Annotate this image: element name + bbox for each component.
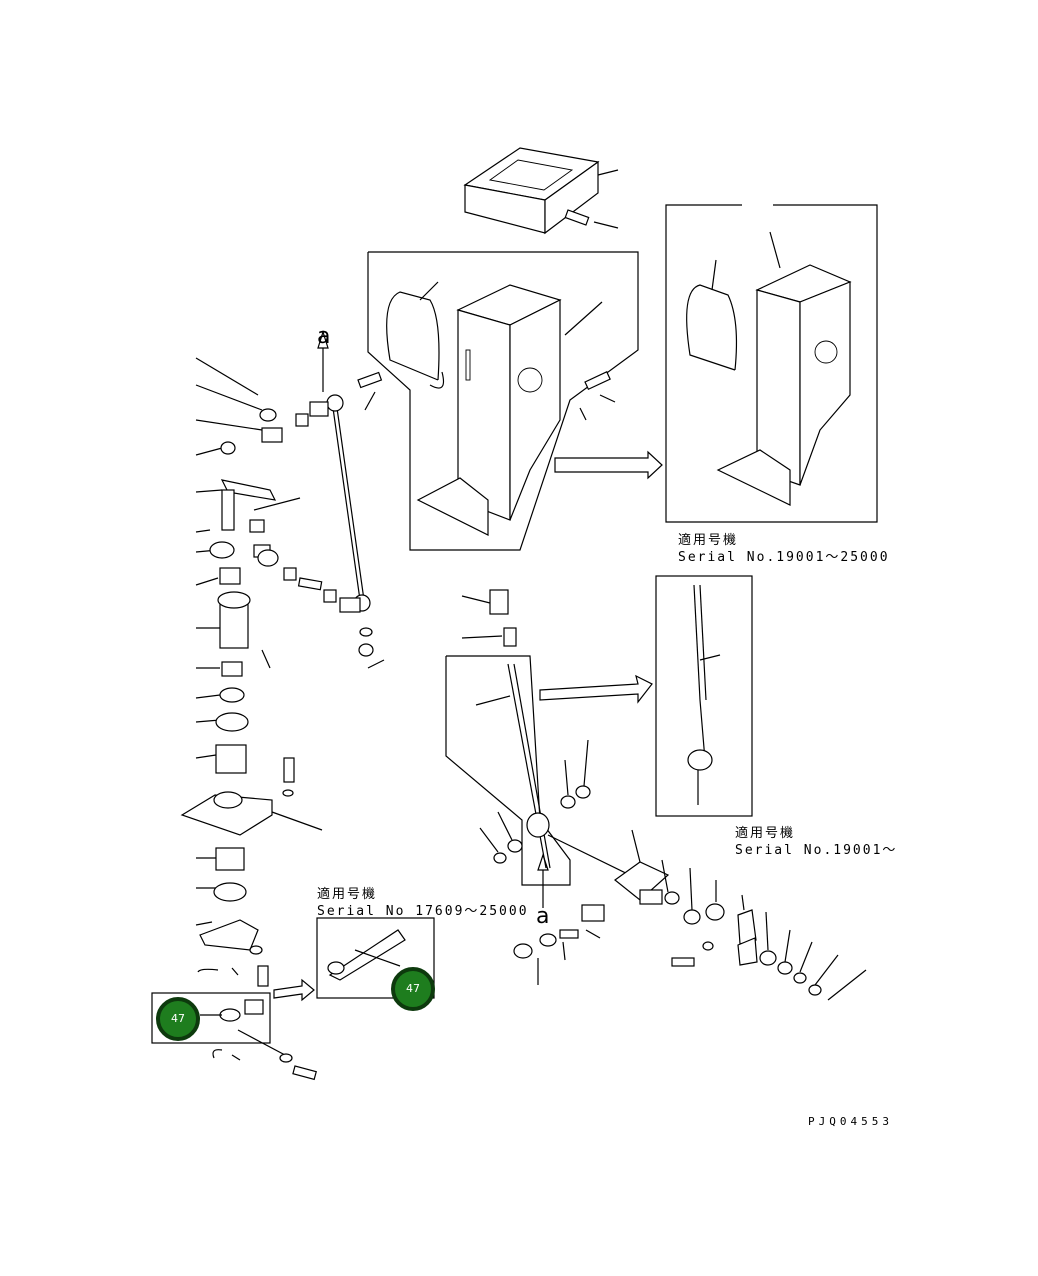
view-arrows bbox=[273, 329, 663, 1002]
applicability-heading-1: 適用号機 bbox=[678, 533, 739, 548]
housing-bolts bbox=[357, 371, 616, 421]
linkage-fasteners bbox=[249, 401, 385, 831]
view-marker-a-bottom: a bbox=[536, 904, 550, 929]
part-callout-47-inset[interactable]: 47 bbox=[391, 967, 435, 1011]
view-marker-a-top: a bbox=[317, 324, 331, 349]
drawing-code: PJQ04553 bbox=[808, 1115, 893, 1128]
applicability-serial-2: Serial No.19001～ bbox=[735, 843, 898, 858]
selector-linkage bbox=[513, 829, 867, 1001]
left-parts-stack bbox=[180, 357, 283, 951]
part-callout-47-left[interactable]: 47 bbox=[156, 997, 200, 1041]
clamp-variant-inset bbox=[151, 945, 317, 1081]
top-mount-block bbox=[463, 147, 619, 235]
applicability-heading-2: 適用号機 bbox=[735, 826, 796, 841]
arm-variant-inset bbox=[316, 917, 435, 999]
applicability-serial-1: Serial No.19001～25000 bbox=[678, 550, 890, 565]
applicability-heading-3: 適用号機 bbox=[317, 887, 378, 902]
applicability-serial-3: Serial No 17609～25000 bbox=[317, 904, 529, 919]
tie-rod bbox=[326, 394, 371, 612]
lever-assembly bbox=[445, 589, 641, 886]
column-housing bbox=[367, 251, 639, 551]
housing-variant-inset bbox=[665, 204, 878, 523]
lever-variant-inset bbox=[655, 575, 753, 817]
